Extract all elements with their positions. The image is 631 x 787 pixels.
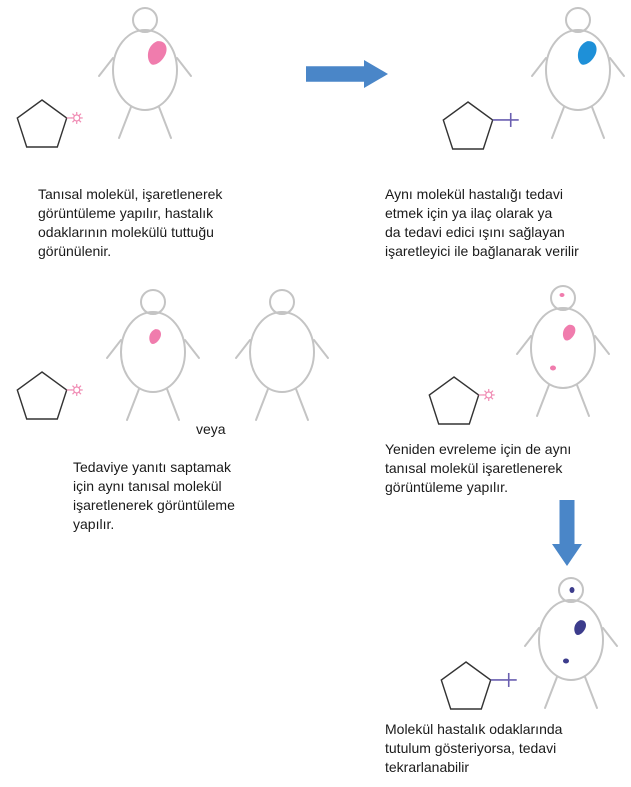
lesion-navy	[574, 620, 586, 635]
lesion-pink	[149, 329, 161, 344]
diagnostic-marker-icon	[67, 384, 83, 396]
figure-response-lesion	[107, 290, 199, 420]
lesion-navy-dot	[563, 659, 569, 664]
head-icon	[270, 290, 294, 314]
down-arrow-icon	[552, 500, 582, 566]
head-icon	[551, 286, 575, 310]
arm-icon	[610, 58, 624, 76]
leg-icon	[256, 389, 268, 420]
lesion-pink-dot	[560, 293, 565, 297]
pentagon-molecule-icon	[443, 102, 492, 149]
caption-therapy: Aynı molekül hastalığı tedavi etmek için…	[385, 185, 625, 261]
leg-icon	[545, 677, 557, 708]
leg-icon	[537, 385, 549, 416]
leg-icon	[577, 385, 589, 416]
marker-core-icon	[74, 387, 80, 393]
therapy-molecule	[443, 102, 518, 149]
marker-ray-line	[79, 114, 81, 116]
diagnostic-marker-icon	[67, 112, 83, 124]
arm-icon	[595, 336, 609, 354]
arm-icon	[236, 340, 250, 358]
arm-icon	[177, 58, 191, 76]
leg-icon	[159, 107, 171, 138]
head-icon	[566, 8, 590, 32]
leg-icon	[296, 389, 308, 420]
therapy-marker-icon	[493, 113, 519, 127]
marker-ray-line	[72, 120, 74, 122]
lesion-pink	[563, 325, 575, 341]
leg-icon	[167, 389, 179, 420]
body-icon	[113, 30, 177, 110]
or-label: veya	[196, 421, 226, 437]
marker-ray-line	[79, 392, 81, 394]
arm-icon	[99, 58, 113, 76]
body-icon	[121, 312, 185, 392]
leg-icon	[119, 107, 131, 138]
right-arrow-icon	[306, 60, 388, 88]
marker-ray-line	[72, 386, 74, 388]
marker-core-icon	[74, 115, 80, 121]
figure-restaging	[517, 286, 609, 416]
arm-icon	[603, 628, 617, 646]
head-icon	[133, 8, 157, 32]
body-icon	[539, 600, 603, 680]
caption-repeat-therapy: Molekül hastalık odaklarında tutulum gös…	[385, 720, 625, 777]
marker-ray-line	[72, 392, 74, 394]
lesion-navy-dot	[570, 587, 575, 593]
lesion-pink	[148, 41, 167, 65]
diagnostic-molecule	[429, 377, 494, 424]
marker-core-icon	[486, 392, 492, 398]
marker-ray-line	[79, 386, 81, 388]
marker-ray-line	[491, 397, 493, 399]
figure-diagnostic-scan	[99, 8, 191, 138]
caption-response-assessment: Tedaviye yanıtı saptamak için aynı tanıs…	[73, 458, 303, 534]
diagnostic-molecule	[17, 100, 82, 147]
arm-icon	[185, 340, 199, 358]
arm-icon	[532, 58, 546, 76]
figure-repeat-therapy	[525, 578, 617, 708]
figure-therapy	[532, 8, 624, 138]
caption-diagnostic-imaging: Tanısal molekül, işaretlenerek görüntüle…	[38, 185, 298, 261]
leg-icon	[127, 389, 139, 420]
lesion-pink-dot	[550, 366, 556, 371]
marker-ray-line	[491, 391, 493, 393]
arm-icon	[314, 340, 328, 358]
arm-icon	[517, 336, 531, 354]
diagnostic-marker-icon	[479, 389, 495, 401]
head-icon	[141, 290, 165, 314]
caption-restaging: Yeniden evreleme için de aynı tanısal mo…	[385, 440, 625, 497]
leg-icon	[552, 107, 564, 138]
pentagon-molecule-icon	[441, 662, 490, 709]
therapy-marker-icon	[491, 673, 517, 687]
marker-ray-line	[484, 391, 486, 393]
marker-ray-line	[484, 397, 486, 399]
arm-icon	[107, 340, 121, 358]
leg-icon	[585, 677, 597, 708]
body-icon	[531, 308, 595, 388]
diagnostic-molecule	[17, 372, 82, 419]
figure-response-clear	[236, 290, 328, 420]
body-icon	[546, 30, 610, 110]
lesion-blue	[578, 41, 597, 65]
therapy-molecule	[441, 662, 516, 709]
marker-ray-line	[79, 120, 81, 122]
pentagon-molecule-icon	[17, 372, 66, 419]
pentagon-molecule-icon	[17, 100, 66, 147]
arm-icon	[525, 628, 539, 646]
pentagon-molecule-icon	[429, 377, 478, 424]
marker-ray-line	[72, 114, 74, 116]
body-icon	[250, 312, 314, 392]
leg-icon	[592, 107, 604, 138]
